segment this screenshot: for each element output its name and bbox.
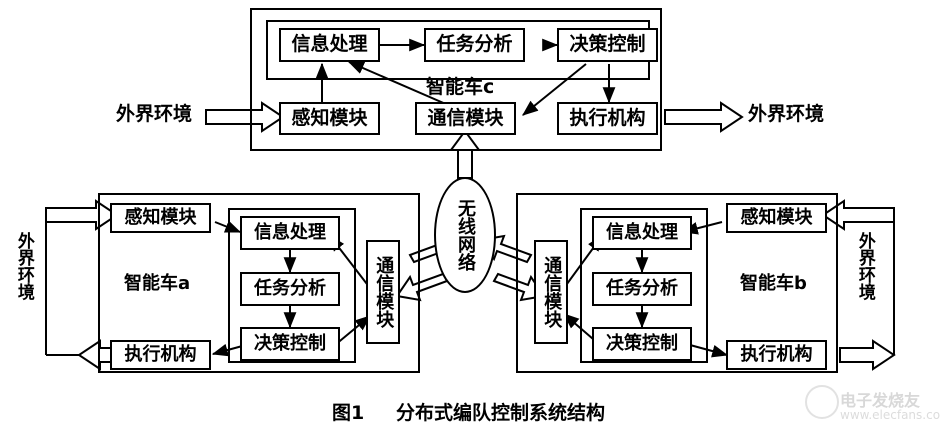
vehicle-c-title: 智能车c <box>426 76 495 98</box>
vehicle-b-decision-control[interactable]: 决策控制 <box>592 327 692 361</box>
vehicle-a-perception[interactable]: 感知模块 <box>110 203 211 233</box>
vehicle-c-perception[interactable]: 感知模块 <box>279 102 380 135</box>
vehicle-a-decision-control[interactable]: 决策控制 <box>240 327 340 361</box>
vehicle-a-inner-frame <box>228 208 356 363</box>
vehicle-b-task-analysis[interactable]: 任务分析 <box>592 272 692 306</box>
vehicle-b-info-processing[interactable]: 信息处理 <box>592 216 692 250</box>
vehicle-b-perception[interactable]: 感知模块 <box>726 203 827 233</box>
vehicle-b-env-label: 外界环境 <box>854 232 875 300</box>
edge-c-comm-to-info <box>347 61 456 109</box>
arrow-c-env-out <box>664 101 744 133</box>
edge-a-perception-to-info <box>214 220 242 233</box>
vehicle-b-actuator[interactable]: 执行机构 <box>726 340 827 370</box>
vehicle-a-communication[interactable]: 通信模块 <box>366 240 400 344</box>
vehicle-c-decision-control[interactable]: 决策控制 <box>557 28 658 62</box>
vehicle-c-frame <box>250 8 662 151</box>
edge-b-decision-to-actuator <box>689 344 729 358</box>
vehicle-a-frame <box>98 193 420 373</box>
edge-c-decision-to-comm <box>522 63 587 116</box>
vehicle-a-actuator[interactable]: 执行机构 <box>110 340 211 370</box>
vehicle-a-title: 智能车a <box>124 273 191 294</box>
vehicle-a-task-analysis[interactable]: 任务分析 <box>240 272 340 306</box>
vehicle-c-communication[interactable]: 通信模块 <box>415 102 516 135</box>
vehicle-c-task-analysis[interactable]: 任务分析 <box>424 28 525 62</box>
arrow-network-to-a-comm <box>395 272 449 302</box>
vehicle-a-env-label: 外界环境 <box>13 232 34 300</box>
vehicle-c-env-out-label: 外界环境 <box>748 103 825 125</box>
vehicle-b-communication[interactable]: 通信模块 <box>534 240 568 344</box>
edge-a-decision-to-comm <box>334 315 371 346</box>
figure-caption-text: 分布式编队控制系统结构 <box>396 402 606 424</box>
arrow-c-env-in <box>205 101 285 133</box>
vehicle-b-title: 智能车b <box>740 273 807 294</box>
vehicle-b-inner-frame <box>580 208 708 363</box>
vehicle-c-info-processing[interactable]: 信息处理 <box>279 28 380 62</box>
vehicle-c-env-in-label: 外界环境 <box>116 103 193 125</box>
arrow-b-env-out <box>839 339 896 371</box>
vehicle-c-actuator[interactable]: 执行机构 <box>557 102 658 135</box>
wireless-network-node[interactable]: 无线网络 <box>434 177 496 293</box>
arrow-b-env-in <box>821 199 895 231</box>
figure-caption-number: 图1 <box>332 402 365 424</box>
vehicle-b-frame <box>516 193 838 373</box>
vehicle-a-info-processing[interactable]: 信息处理 <box>240 216 340 250</box>
